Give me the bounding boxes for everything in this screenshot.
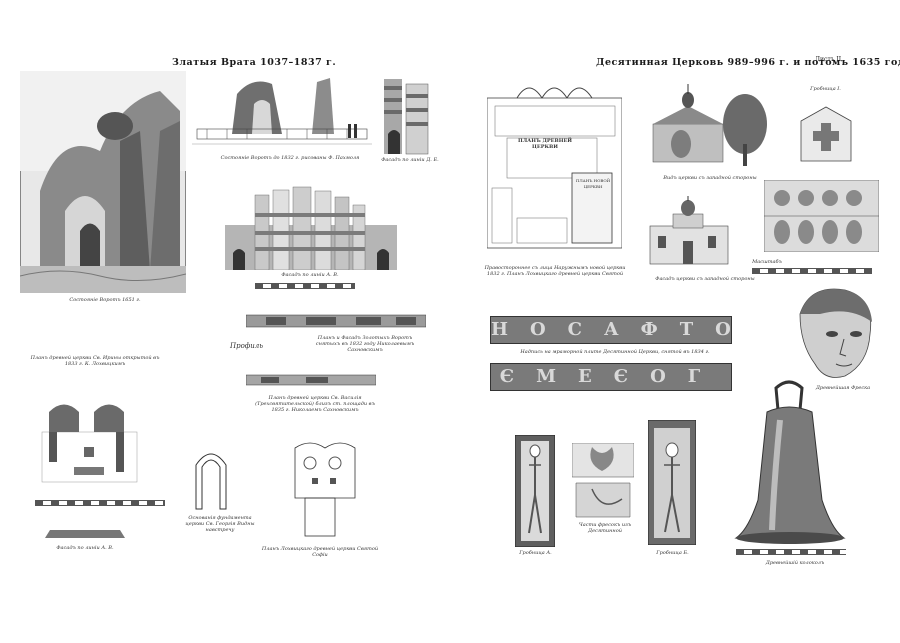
- new-church-plan-label: ПЛАНЪ НОВОЙ ЦЕРКВИ: [575, 178, 611, 189]
- wall-section-plan: [246, 307, 426, 331]
- sheet-label: Листъ II: [815, 56, 842, 63]
- inscription-plate-1: НОСАФТО: [490, 316, 732, 344]
- skeleton-caption-2: Гробница Б.: [656, 550, 689, 556]
- ruin-caption: Состояніе Воротъ до 1832 г. рисованы Ф. …: [220, 155, 360, 161]
- plate-text-2: ЄМЕЄОГ: [499, 366, 723, 387]
- plate-text-1: НОСАФТО: [491, 319, 753, 340]
- right-page-title: Десятинная Церковь 989–996 г. и потомъ 1…: [596, 57, 900, 68]
- church-view-caption: Видъ церкви съ западной стороны: [663, 175, 757, 181]
- church-facade-drawing: [648, 196, 730, 266]
- bell-caption: Древнейшій колоколъ: [765, 560, 825, 566]
- wall-section-strip-2: [246, 372, 376, 388]
- fragment-caption: Части фресокъ изъ Десятинной: [578, 522, 632, 534]
- irene-plan-caption: Планъ древней церкви Св. Ирины открытой …: [30, 355, 160, 367]
- vignette-caption: Состояніе Воротъ 1651 г.: [69, 297, 141, 303]
- fresco-fragment: [572, 443, 634, 519]
- old-church-plan-label: ПЛАНЪ ДРЕВНЕЙ ЦЕРКВИ: [518, 138, 572, 150]
- skeleton-tomb-b: [648, 420, 696, 545]
- skeleton-caption-1: Гробница А.: [519, 550, 552, 556]
- tithe-church-plan: [487, 78, 622, 256]
- tomb-label-1: Гробница I.: [810, 86, 841, 92]
- stone-cross-relief: [797, 105, 855, 163]
- church-plan-caption: Планъ древней церкви Св. Василія (Трехсв…: [255, 395, 375, 413]
- left-page-title: Златыя Врата 1037–1837 г.: [172, 57, 337, 68]
- main-facade-drawing: [225, 185, 397, 270]
- sophia-plan-caption: Планъ Лохвицкаго древней церкви Святой С…: [261, 546, 379, 558]
- church-plan-caption-right: Правостороннее съ лица Наружнымъ новой ц…: [484, 265, 626, 277]
- section-caption: Планъ и Фасадъ Золотыхъ Воротъ снятыхъ в…: [315, 335, 415, 353]
- arch-outline: [192, 447, 230, 511]
- main-facade-caption: Фасадъ по линіи А. В.: [281, 272, 339, 278]
- side-facade-caption: Фасадъ по линіи Д. Е.: [381, 157, 439, 163]
- foundation-strip: [45, 528, 125, 540]
- plate-caption: Надпись на мраморной плите Десятинной Це…: [520, 349, 710, 355]
- inscription-plate-2: ЄМЕЄОГ: [490, 363, 732, 391]
- fresco-head: [790, 284, 880, 384]
- profile-label: Профиль: [230, 342, 264, 350]
- fresco-caption: Древнейшая Фреска: [815, 385, 871, 391]
- scale-label: Масштабъ: [752, 259, 782, 265]
- ancient-bell: [732, 380, 847, 548]
- scale-bar-3: [752, 268, 872, 274]
- ornamental-frieze: [764, 180, 879, 252]
- small-facade-caption: Фасадъ по линіи А. В.: [56, 545, 114, 551]
- sophia-church-plan: [290, 438, 370, 543]
- skeleton-tomb-a: [515, 435, 555, 547]
- scale-bar: [255, 283, 355, 289]
- irene-church-plan: [34, 392, 144, 487]
- church-facade-caption: Фасадъ церкви съ западной стороны: [655, 276, 755, 282]
- bell-scale-bar: [736, 549, 846, 555]
- church-view-drawing: [645, 84, 770, 170]
- foundation-caption: Основанія фундамента церкви Св. Георгія …: [185, 515, 255, 533]
- golden-gate-vignette: [20, 71, 186, 293]
- scale-bar-2: [35, 500, 165, 506]
- side-facade-drawing: [380, 74, 432, 156]
- gate-ruin-drawing: [192, 74, 372, 154]
